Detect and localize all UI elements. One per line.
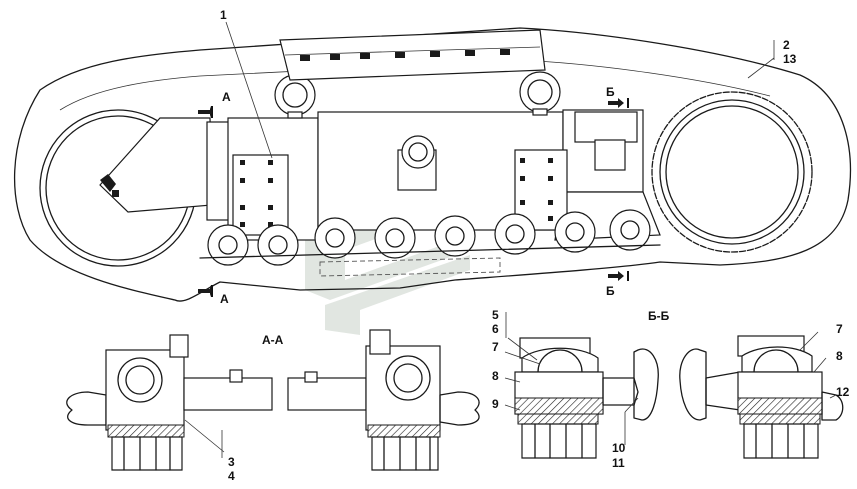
callout-11: 11	[612, 456, 625, 470]
carrier-roller-left	[274, 74, 316, 119]
callout-7-left: 7	[492, 340, 499, 354]
section-letter-a-top: А	[222, 90, 231, 104]
section-bb-view	[504, 312, 844, 459]
callout-4: 4	[228, 469, 235, 483]
track-side-view	[13, 21, 851, 302]
section-title-bb: Б-Б	[648, 309, 670, 323]
callout-2: 2	[783, 38, 790, 52]
track-roller	[494, 213, 536, 255]
tensioner-arm	[99, 117, 230, 221]
track-roller	[314, 217, 356, 259]
section-letter-b-top: Б	[606, 85, 615, 99]
callout-6: 6	[492, 322, 499, 336]
section-title-aa: А-А	[262, 333, 284, 347]
callout-9: 9	[492, 397, 499, 411]
track-frame	[227, 109, 661, 241]
section-marker-a-top	[198, 106, 213, 118]
section-marker-b-top	[608, 98, 629, 108]
callout-8-left: 8	[492, 369, 499, 383]
track-roller	[434, 215, 476, 257]
section-letter-a-bottom: А	[220, 292, 229, 306]
track-shoes-top	[279, 29, 546, 81]
track-roller	[207, 224, 249, 266]
track-roller	[257, 224, 299, 266]
section-aa-view	[66, 329, 480, 471]
callout-1: 1	[220, 8, 227, 22]
callout-3: 3	[228, 455, 235, 469]
section-letter-b-bottom: Б	[606, 284, 615, 298]
callout-8-right: 8	[836, 349, 843, 363]
section-marker-a-bottom	[198, 285, 213, 297]
track-roller	[374, 217, 416, 259]
callout-7-right: 7	[836, 322, 843, 336]
callout-12: 12	[836, 385, 850, 399]
section-marker-b-bottom	[608, 271, 629, 281]
callout-5: 5	[492, 308, 499, 322]
track-roller	[554, 211, 596, 253]
track-roller	[609, 209, 651, 251]
drive-sprocket	[651, 91, 813, 253]
carrier-roller-right	[519, 71, 561, 116]
callout-13: 13	[783, 52, 797, 66]
callout-10: 10	[612, 441, 626, 455]
